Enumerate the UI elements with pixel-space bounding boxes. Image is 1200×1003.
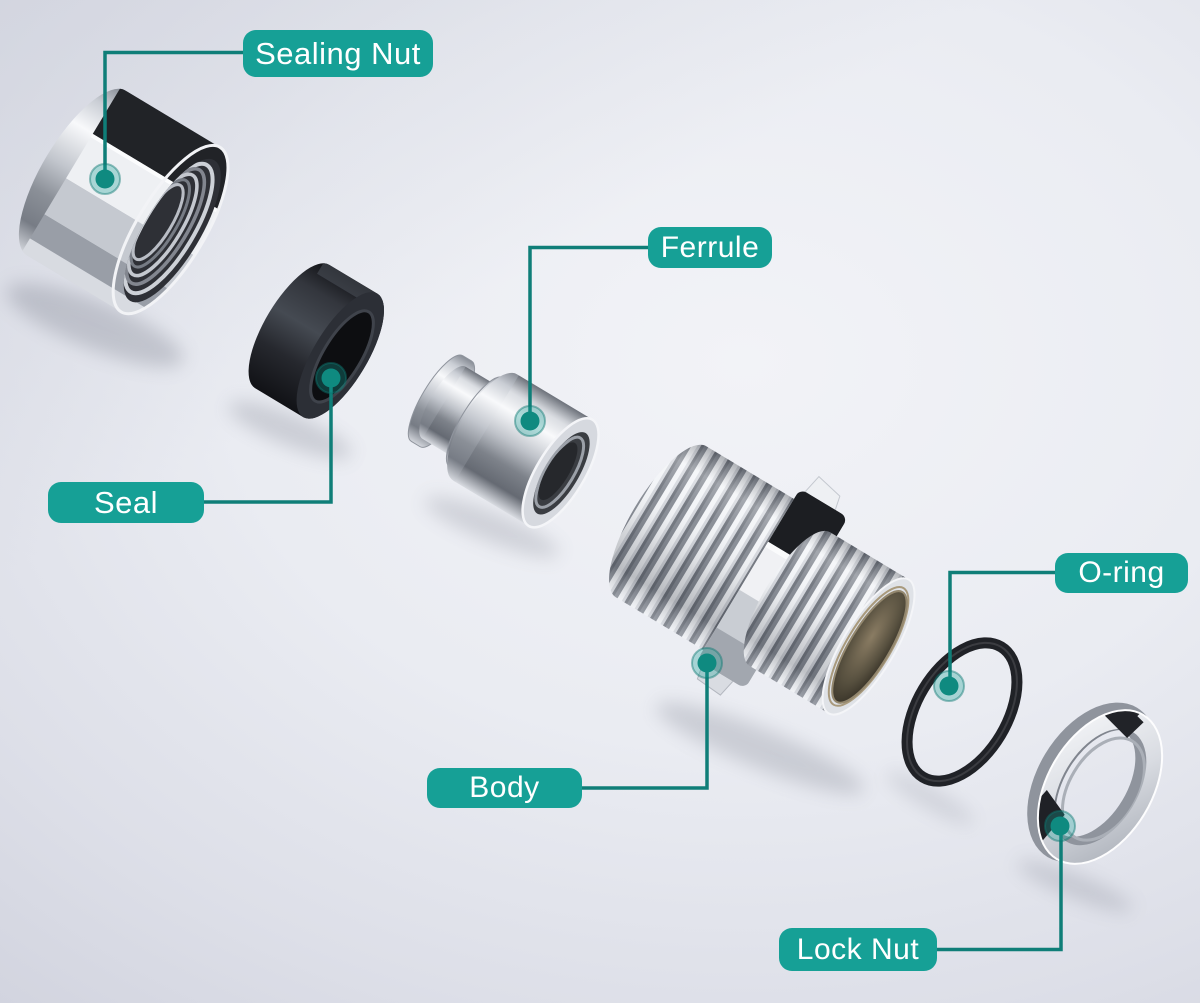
ferrule-part xyxy=(407,354,600,529)
leader-sealing-nut xyxy=(103,50,243,172)
label-o-ring: O-ring xyxy=(1055,553,1188,593)
label-ferrule: Ferrule xyxy=(648,227,772,268)
dot-sealing-nut xyxy=(89,163,121,195)
dot-o-ring xyxy=(933,670,965,702)
lock-nut-part xyxy=(1025,693,1164,865)
label-seal: Seal xyxy=(48,482,204,523)
leader-lock-nut xyxy=(937,833,1063,952)
dot-ferrule xyxy=(514,405,546,437)
leader-o-ring xyxy=(948,570,1055,679)
dot-seal xyxy=(315,362,347,394)
body-part xyxy=(609,444,916,716)
dot-lock-nut xyxy=(1044,810,1076,842)
part-shadows xyxy=(6,283,1133,912)
leader-body xyxy=(582,670,709,790)
anchor-dots xyxy=(89,163,1076,842)
label-sealing-nut: Sealing Nut xyxy=(243,30,433,77)
label-lock-nut: Lock Nut xyxy=(779,928,937,971)
dot-body xyxy=(691,647,723,679)
leader-seal xyxy=(204,385,333,504)
leader-lines xyxy=(103,50,1063,952)
leader-ferrule xyxy=(528,245,648,414)
o-ring-part xyxy=(901,637,1023,787)
label-body: Body xyxy=(427,768,582,808)
